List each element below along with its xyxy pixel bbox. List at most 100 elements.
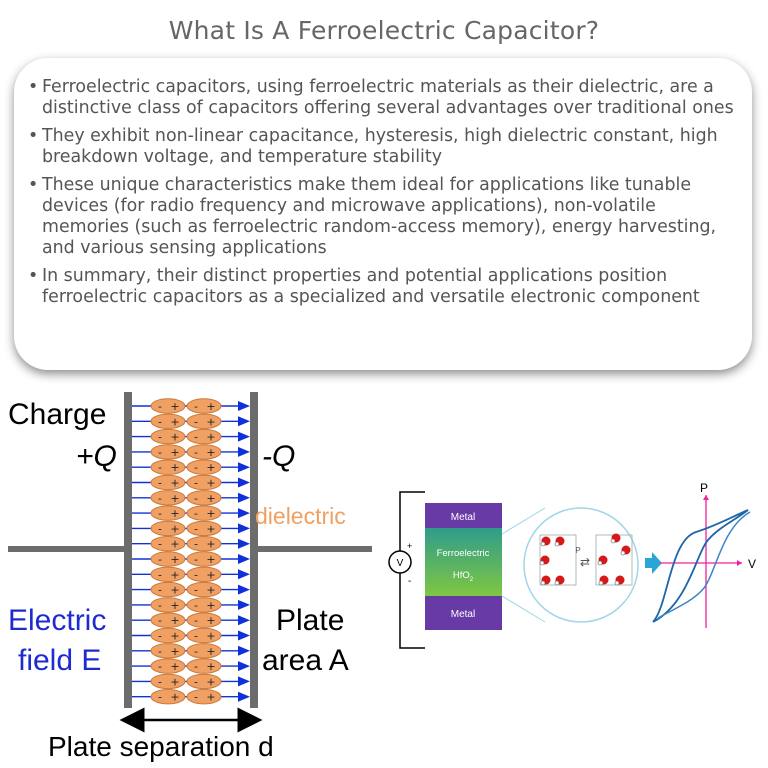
dipole-minus-sign: - — [158, 477, 162, 490]
dipole-plus-sign: + — [170, 691, 179, 704]
dipole-minus-sign: - — [158, 691, 162, 704]
dipole-plus-sign: + — [170, 645, 179, 658]
right-plate — [250, 392, 258, 708]
dipole — [150, 581, 186, 598]
dipole-minus-sign: - — [194, 675, 198, 688]
field-arrowhead — [238, 508, 250, 519]
dipole-plus-sign: + — [170, 431, 179, 444]
dipole-minus-sign: - — [158, 614, 162, 627]
voltage-source-symbol: V — [397, 558, 404, 569]
field-arrowhead — [238, 523, 250, 534]
formula-main: HfO — [453, 570, 470, 581]
plate-area-label-line1: Plate — [276, 604, 344, 637]
dipole-minus-sign: - — [158, 660, 162, 673]
dipole-plus-sign: + — [206, 660, 215, 673]
bullet-item: Ferroelectric capacitors, using ferroele… — [26, 77, 742, 119]
dipole-minus-sign: - — [194, 431, 198, 444]
page-title: What Is A Ferroelectric Capacitor? — [168, 16, 600, 45]
field-arrowhead — [238, 676, 250, 687]
top-metal-label: Metal — [451, 512, 475, 523]
voltage-source-icon — [388, 550, 412, 574]
dipole-plus-sign: + — [206, 553, 215, 566]
dipole-plus-sign: + — [206, 645, 215, 658]
dipole-plus-sign: + — [206, 691, 215, 704]
v-axis-label: V — [748, 557, 756, 571]
dipole-minus-sign: - — [194, 553, 198, 566]
dipole-minus-sign: - — [158, 630, 162, 643]
dipole-plus-sign: + — [206, 400, 215, 413]
dipole-minus-sign: - — [194, 691, 198, 704]
dipole-minus-sign: - — [194, 660, 198, 673]
zoom-switch-arrow: ⇄ — [580, 555, 590, 569]
field-arrowhead — [238, 569, 250, 580]
dipole — [150, 673, 186, 690]
bullet-item: These unique characteristics make them i… — [26, 175, 742, 259]
atom-small — [539, 560, 545, 566]
dipole-plus-sign: + — [170, 461, 179, 474]
zoom-line-bottom — [501, 595, 546, 623]
dipole — [186, 627, 222, 644]
formula-subscript: 2 — [470, 577, 474, 583]
dipole-plus-sign: + — [170, 599, 179, 612]
dipole-plus-sign: + — [170, 584, 179, 597]
dipole-minus-sign: - — [158, 584, 162, 597]
dipole — [186, 673, 222, 690]
field-arrowhead — [238, 630, 250, 641]
dipole-plus-sign: + — [170, 477, 179, 490]
dipole-plus-sign: + — [206, 584, 215, 597]
dipole-plus-sign: + — [170, 400, 179, 413]
field-arrowhead — [238, 584, 250, 595]
plate-separation-label: Plate separation d — [48, 731, 274, 762]
bottom-metal-layer — [425, 596, 502, 630]
dielectric-label: dielectric — [255, 503, 346, 529]
dipole-minus-sign: - — [158, 553, 162, 566]
dipole-minus-sign: - — [194, 568, 198, 581]
zoom-line-top — [501, 507, 546, 535]
dipole — [150, 520, 186, 537]
dipole-minus-sign: - — [158, 431, 162, 444]
plate-area-label-line2: area A — [262, 644, 349, 677]
dipole — [150, 444, 186, 460]
bottom-metal-label: Metal — [451, 609, 475, 620]
field-arrowhead — [238, 645, 250, 656]
p-axis-arrowhead — [703, 495, 709, 500]
dipole-plus-sign: + — [170, 614, 179, 627]
dipole — [150, 627, 186, 644]
diagram-area: -+-+-+-+-+-+-+-+-+-+-+-+-+-+-+-+-+-+-+-+… — [8, 392, 756, 762]
dipole-minus-sign: - — [194, 400, 198, 413]
field-arrowhead — [238, 446, 250, 457]
dipole — [150, 459, 186, 475]
dipole-minus-sign: - — [194, 446, 198, 459]
bullet-item: They exhibit non-linear capacitance, hys… — [26, 126, 742, 168]
dipole — [150, 536, 186, 552]
dipole-plus-sign: + — [170, 660, 179, 673]
dipole-minus-sign: - — [194, 538, 198, 551]
ferroelectric-layer — [425, 528, 502, 596]
dipole — [186, 428, 222, 445]
dipole — [150, 689, 186, 705]
dipole — [186, 413, 222, 429]
dipole — [186, 689, 222, 705]
transition-arrow-icon — [645, 552, 662, 574]
dipole-plus-sign: + — [206, 568, 215, 581]
atom-small — [554, 580, 560, 586]
dipole-minus-sign: - — [158, 675, 162, 688]
dipole — [150, 612, 186, 628]
dipole-plus-sign: + — [170, 507, 179, 520]
dipole-minus-sign: - — [158, 492, 162, 505]
dipole — [150, 566, 186, 582]
dipole — [150, 658, 186, 674]
dipole-minus-sign: - — [194, 492, 198, 505]
top-metal-layer — [425, 503, 502, 528]
dipole — [186, 520, 222, 537]
dipole — [186, 444, 222, 460]
dipole-minus-sign: - — [194, 645, 198, 658]
hysteresis-loop-lower — [657, 511, 751, 619]
dipole-plus-sign: + — [206, 599, 215, 612]
dipole-plus-sign: + — [170, 568, 179, 581]
field-arrowhead — [238, 431, 250, 442]
dipole — [186, 597, 222, 613]
dipole — [186, 566, 222, 582]
atom-small — [614, 580, 620, 586]
dipole-plus-sign: + — [170, 415, 179, 428]
